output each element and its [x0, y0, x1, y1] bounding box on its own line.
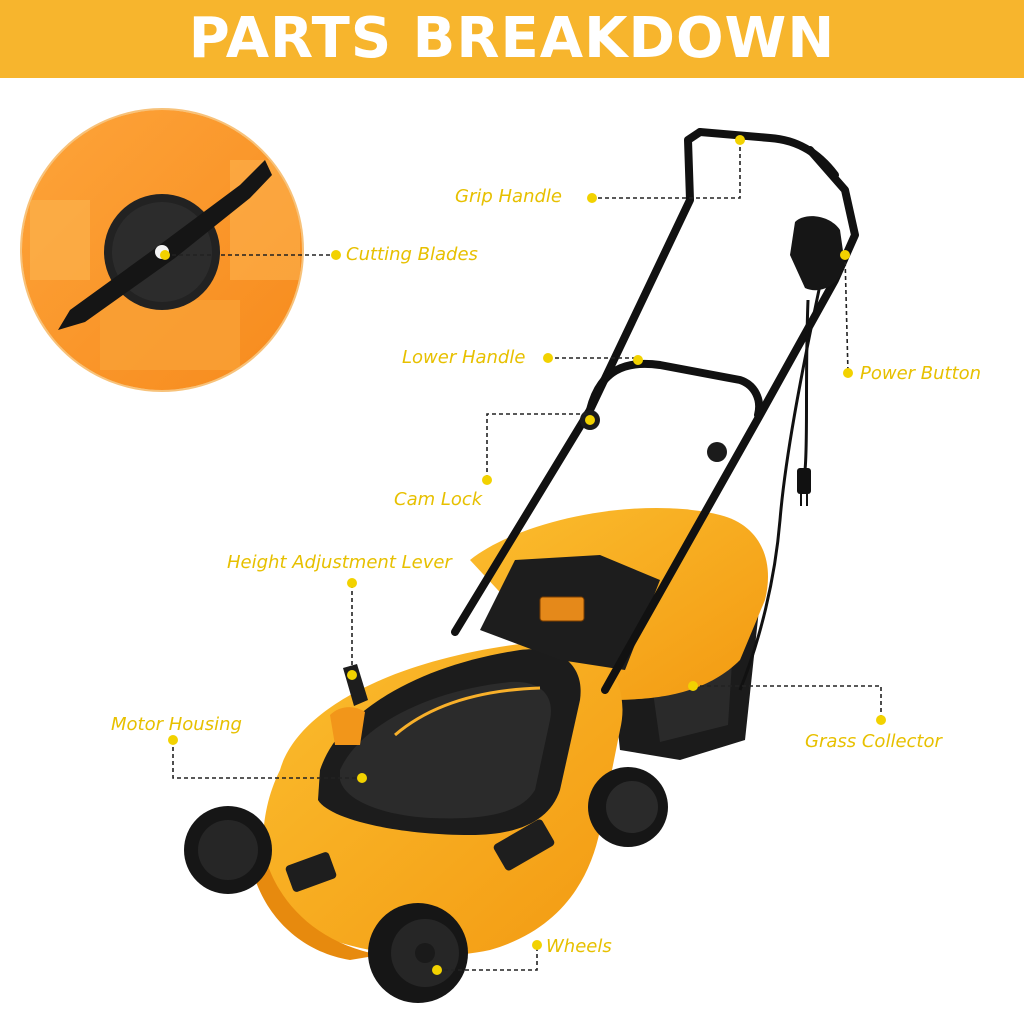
grip-handle-label: Grip Handle: [455, 186, 562, 207]
lawn-mower: [184, 128, 859, 1003]
front-left-wheel: [184, 806, 272, 894]
height-adjustment-lever-label: Height Adjustment Lever: [227, 552, 452, 573]
rear-right-wheel: [588, 767, 668, 847]
grass-collector-label: Grass Collector: [805, 731, 942, 752]
wheels-label: Wheels: [546, 936, 612, 957]
front-right-wheel: [368, 903, 468, 1003]
cam-lock-label: Cam Lock: [394, 489, 483, 510]
motor-housing-label: Motor Housing: [111, 714, 242, 735]
cutting-blades-label: Cutting Blades: [346, 244, 478, 265]
power-button-label: Power Button: [860, 363, 982, 384]
lower-handle-label: Lower Handle: [402, 347, 526, 368]
title-banner: PARTS BREAKDOWN: [0, 0, 1024, 78]
page-title: PARTS BREAKDOWN: [188, 6, 836, 71]
callout-dots: [160, 135, 886, 975]
